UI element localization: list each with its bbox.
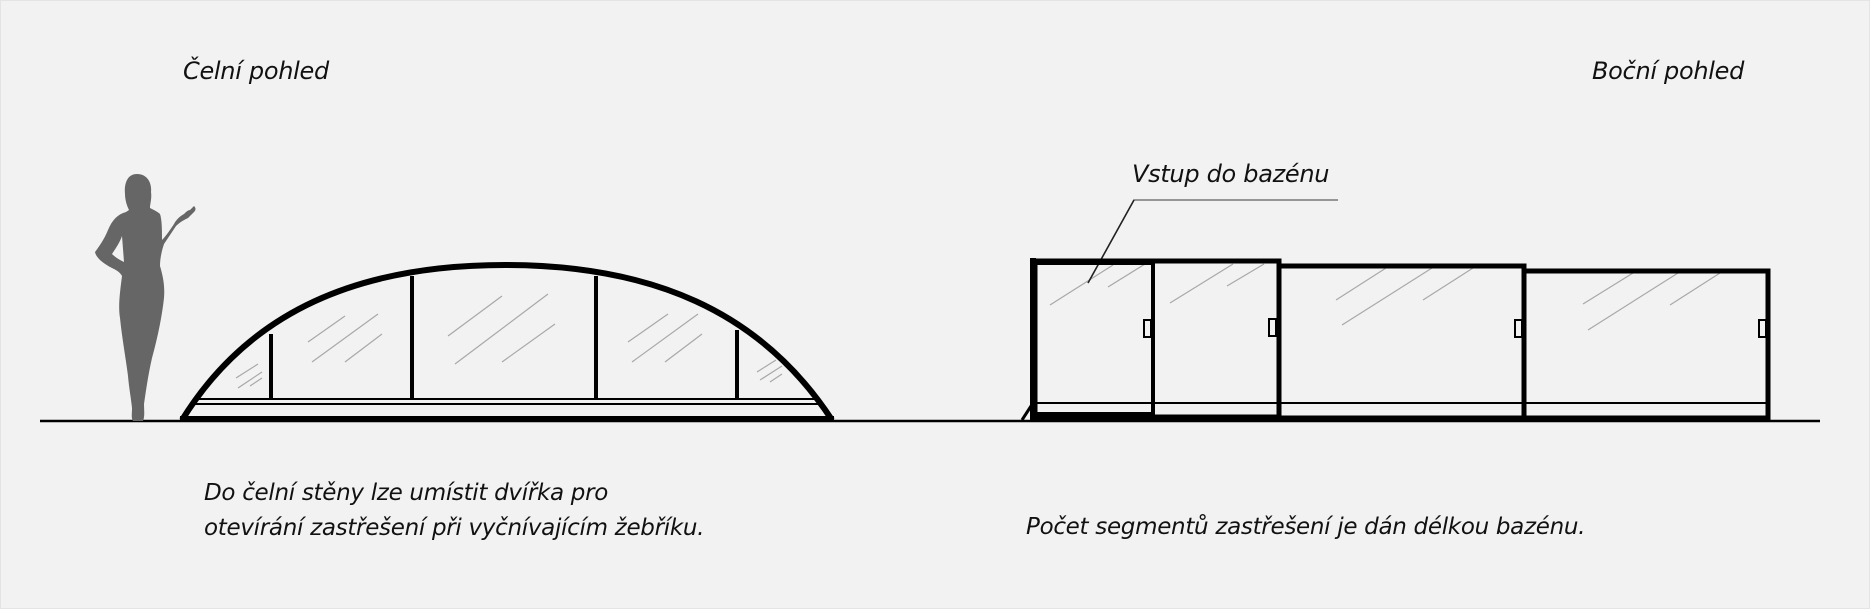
door-handle: [1514, 319, 1523, 338]
human-silhouette-icon: [95, 174, 196, 421]
front-caption-line-2: otevírání zastřešení při vyčnívajícím že…: [204, 515, 705, 541]
front-view-caption: Do čelní stěny lze umístit dvířka pro ot…: [204, 476, 704, 546]
side-view-caption: Počet segmentů zastřešení je dán délkou …: [1026, 514, 1586, 540]
side-view-segments: [1020, 199, 1771, 422]
door-handle: [1268, 318, 1277, 337]
glass-hatch: [1049, 263, 1721, 331]
pool-entrance-callout: Vstup do bazénu: [1132, 160, 1330, 188]
side-view-title: Boční pohled: [1592, 57, 1745, 85]
segment-2: [1276, 263, 1527, 421]
front-view-dome: [179, 261, 835, 422]
callout-leader-line: [1087, 199, 1338, 284]
segment-1: [1032, 258, 1282, 420]
door-handle: [1143, 319, 1152, 338]
glass-hatch: [235, 293, 783, 389]
door-handle: [1758, 319, 1767, 338]
front-view-title: Čelní pohled: [183, 57, 329, 85]
front-caption-line-1: Do čelní stěny lze umístit dvířka pro: [204, 480, 609, 506]
